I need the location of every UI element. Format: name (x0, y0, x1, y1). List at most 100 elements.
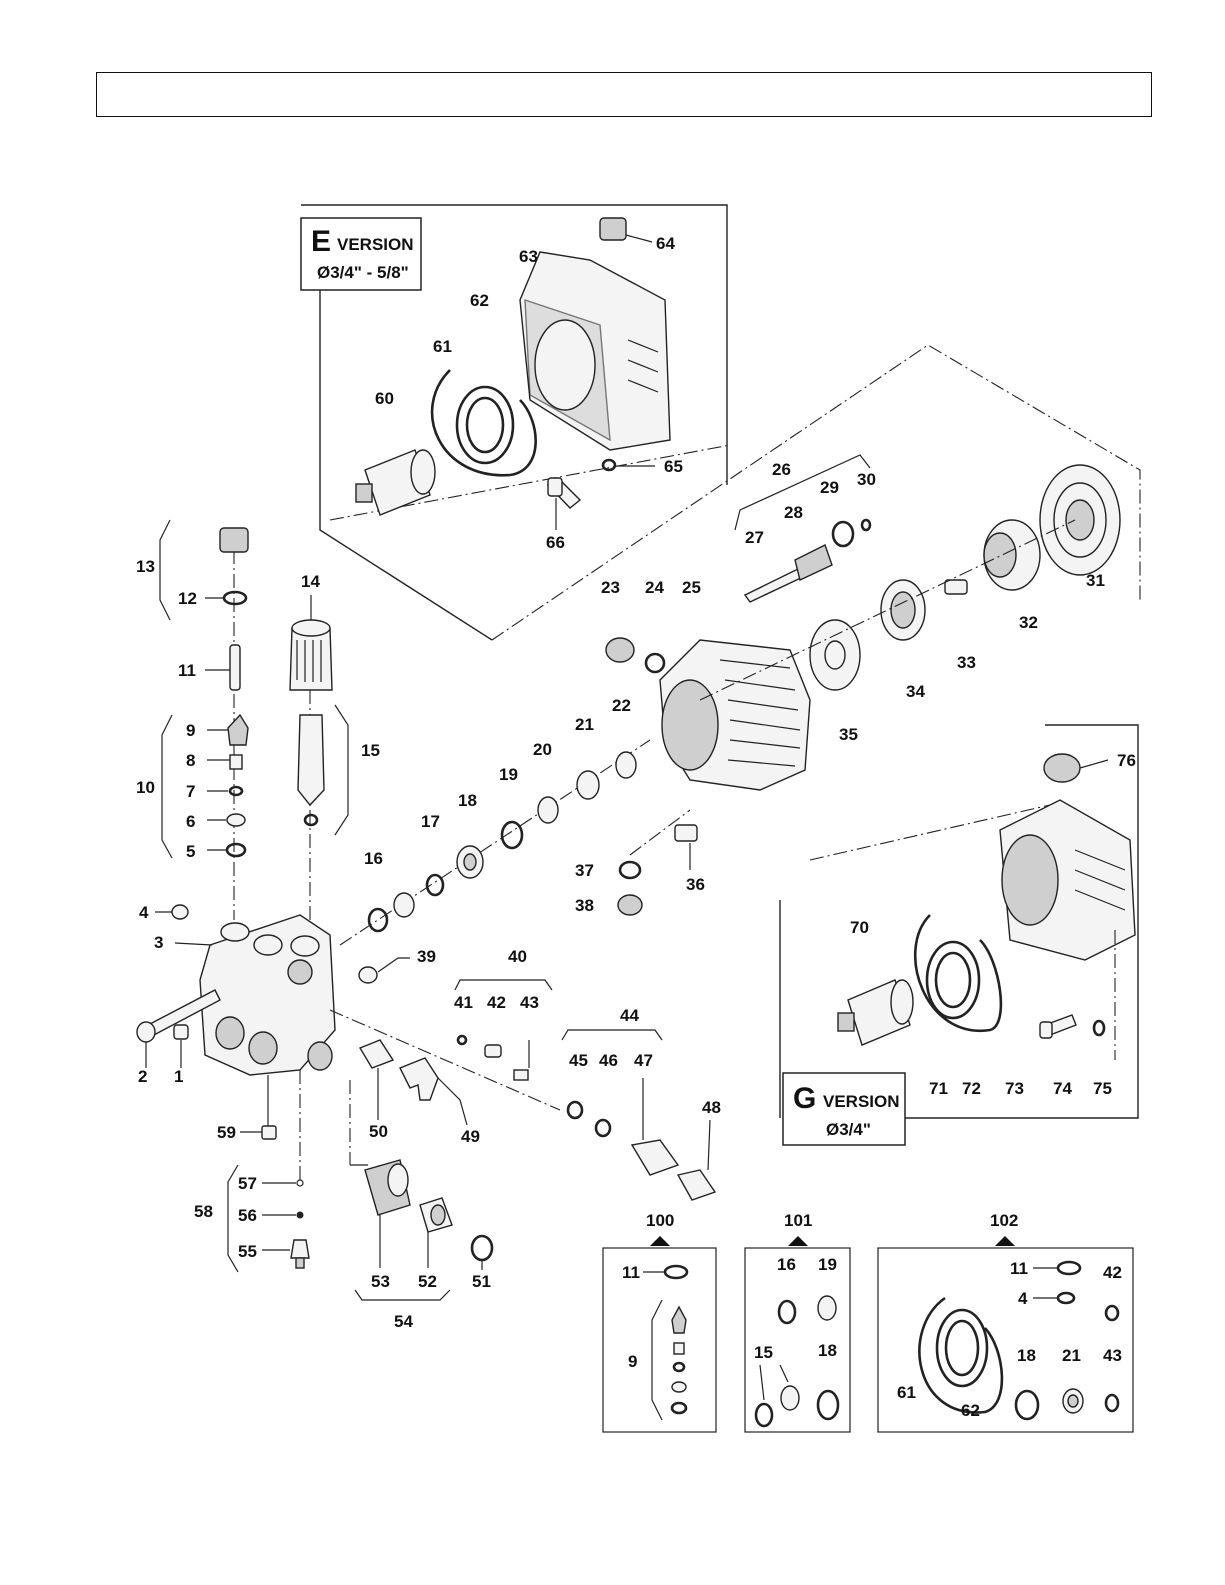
spring-43 (513, 1069, 529, 1081)
label-27: 27 (745, 528, 764, 547)
g-bearing-70 (837, 979, 914, 1046)
kit101-label-15: 15 (754, 1343, 773, 1362)
label-14: 14 (301, 572, 320, 591)
plug-4 (155, 904, 189, 920)
kit102-label-62: 62 (961, 1401, 980, 1420)
plug-38 (617, 894, 643, 916)
oring-7 (228, 785, 244, 797)
fitting-52 (419, 1197, 453, 1268)
kit102-label-43: 43 (1103, 1346, 1122, 1365)
label-43: 43 (520, 993, 539, 1012)
oring-5 (225, 842, 247, 858)
label-24: 24 (645, 578, 664, 597)
label-50: 50 (369, 1122, 388, 1141)
plug-13 (219, 527, 249, 553)
g-version-word: VERSION (823, 1092, 900, 1111)
e-washer-65 (601, 458, 655, 472)
seal-16b (393, 892, 415, 918)
label-30: 30 (857, 470, 876, 489)
header-box (96, 72, 1152, 117)
e-screw-66 (546, 477, 582, 530)
kit102-label-61: 61 (897, 1383, 916, 1402)
plug-1 (173, 1024, 189, 1068)
ring-17 (425, 873, 445, 897)
fitting-50 (358, 1039, 395, 1120)
label-13: 13 (136, 557, 155, 576)
label-61: 61 (433, 337, 452, 356)
label-71: 71 (929, 1079, 948, 1098)
label-1: 1 (174, 1067, 183, 1086)
label-4: 4 (139, 903, 149, 922)
nut-53 (364, 1159, 411, 1268)
label-72: 72 (962, 1079, 981, 1098)
screw-36 (674, 824, 698, 870)
label-63: 63 (519, 247, 538, 266)
label-49: 49 (461, 1127, 480, 1146)
valve-9 (207, 713, 249, 746)
label-17: 17 (421, 812, 440, 831)
kit101-label-16: 16 (777, 1255, 796, 1274)
g-version-size: Ø3/4" (826, 1120, 871, 1139)
seal-6 (226, 813, 246, 827)
label-47: 47 (634, 1051, 653, 1070)
label-39: 39 (417, 947, 436, 966)
label-25: 25 (682, 578, 701, 597)
label-57: 57 (238, 1174, 257, 1193)
fitting-55 (290, 1239, 310, 1269)
label-10: 10 (136, 778, 155, 797)
label-44: 44 (620, 1006, 639, 1025)
g-version-box (782, 1072, 906, 1146)
label-60: 60 (375, 389, 394, 408)
label-31: 31 (1086, 571, 1105, 590)
kit100-label-11: 11 (622, 1263, 640, 1282)
label-52: 52 (418, 1272, 437, 1291)
g-cap-76 (1043, 753, 1109, 783)
label-7: 7 (186, 782, 195, 801)
label-41: 41 (454, 993, 473, 1012)
kit102-label-11: 11 (1010, 1259, 1028, 1278)
g-version-group: G VERSION Ø3/4" (779, 724, 1139, 1146)
label-15: 15 (361, 741, 380, 760)
label-54: 54 (394, 1312, 413, 1331)
e-cover-63 (519, 251, 671, 451)
label-5: 5 (186, 842, 195, 861)
kit-102-number: 102 (990, 1211, 1018, 1230)
oring-45 (566, 1100, 584, 1120)
oring-12 (222, 590, 248, 606)
fitting-47 (630, 1078, 680, 1176)
label-9: 9 (186, 721, 195, 740)
e-ring-61-62 (430, 369, 537, 477)
label-48: 48 (702, 1098, 721, 1117)
label-19: 19 (499, 765, 518, 784)
seal-16a (367, 907, 389, 933)
label-8: 8 (186, 751, 195, 770)
seal-51 (470, 1234, 494, 1270)
label-62: 62 (470, 291, 489, 310)
g-cover-73 (999, 799, 1136, 961)
label-35: 35 (839, 725, 858, 744)
e-plug-64 (599, 217, 653, 243)
label-38: 38 (575, 896, 594, 915)
seal-21 (576, 770, 600, 800)
ring-19 (500, 820, 524, 850)
label-58: 58 (194, 1202, 213, 1221)
fitting-48 (676, 1119, 717, 1201)
label-22: 22 (612, 696, 631, 715)
label-29: 29 (820, 478, 839, 497)
g-washer-75 (1092, 1019, 1106, 1037)
label-75: 75 (1093, 1079, 1112, 1098)
kit102-label-21: 21 (1062, 1346, 1081, 1365)
bolt-2 (136, 989, 221, 1068)
label-76: 76 (1117, 751, 1136, 770)
kit-101-number: 101 (784, 1211, 812, 1230)
label-45: 45 (569, 1051, 588, 1070)
kit101-label-19: 19 (818, 1255, 837, 1274)
label-74: 74 (1053, 1079, 1072, 1098)
crankcase-25 (659, 639, 811, 791)
kit102-label-42: 42 (1103, 1263, 1122, 1282)
label-73: 73 (1005, 1079, 1024, 1098)
washer-37 (618, 860, 642, 880)
label-3: 3 (154, 933, 163, 952)
plug-39 (358, 957, 410, 984)
